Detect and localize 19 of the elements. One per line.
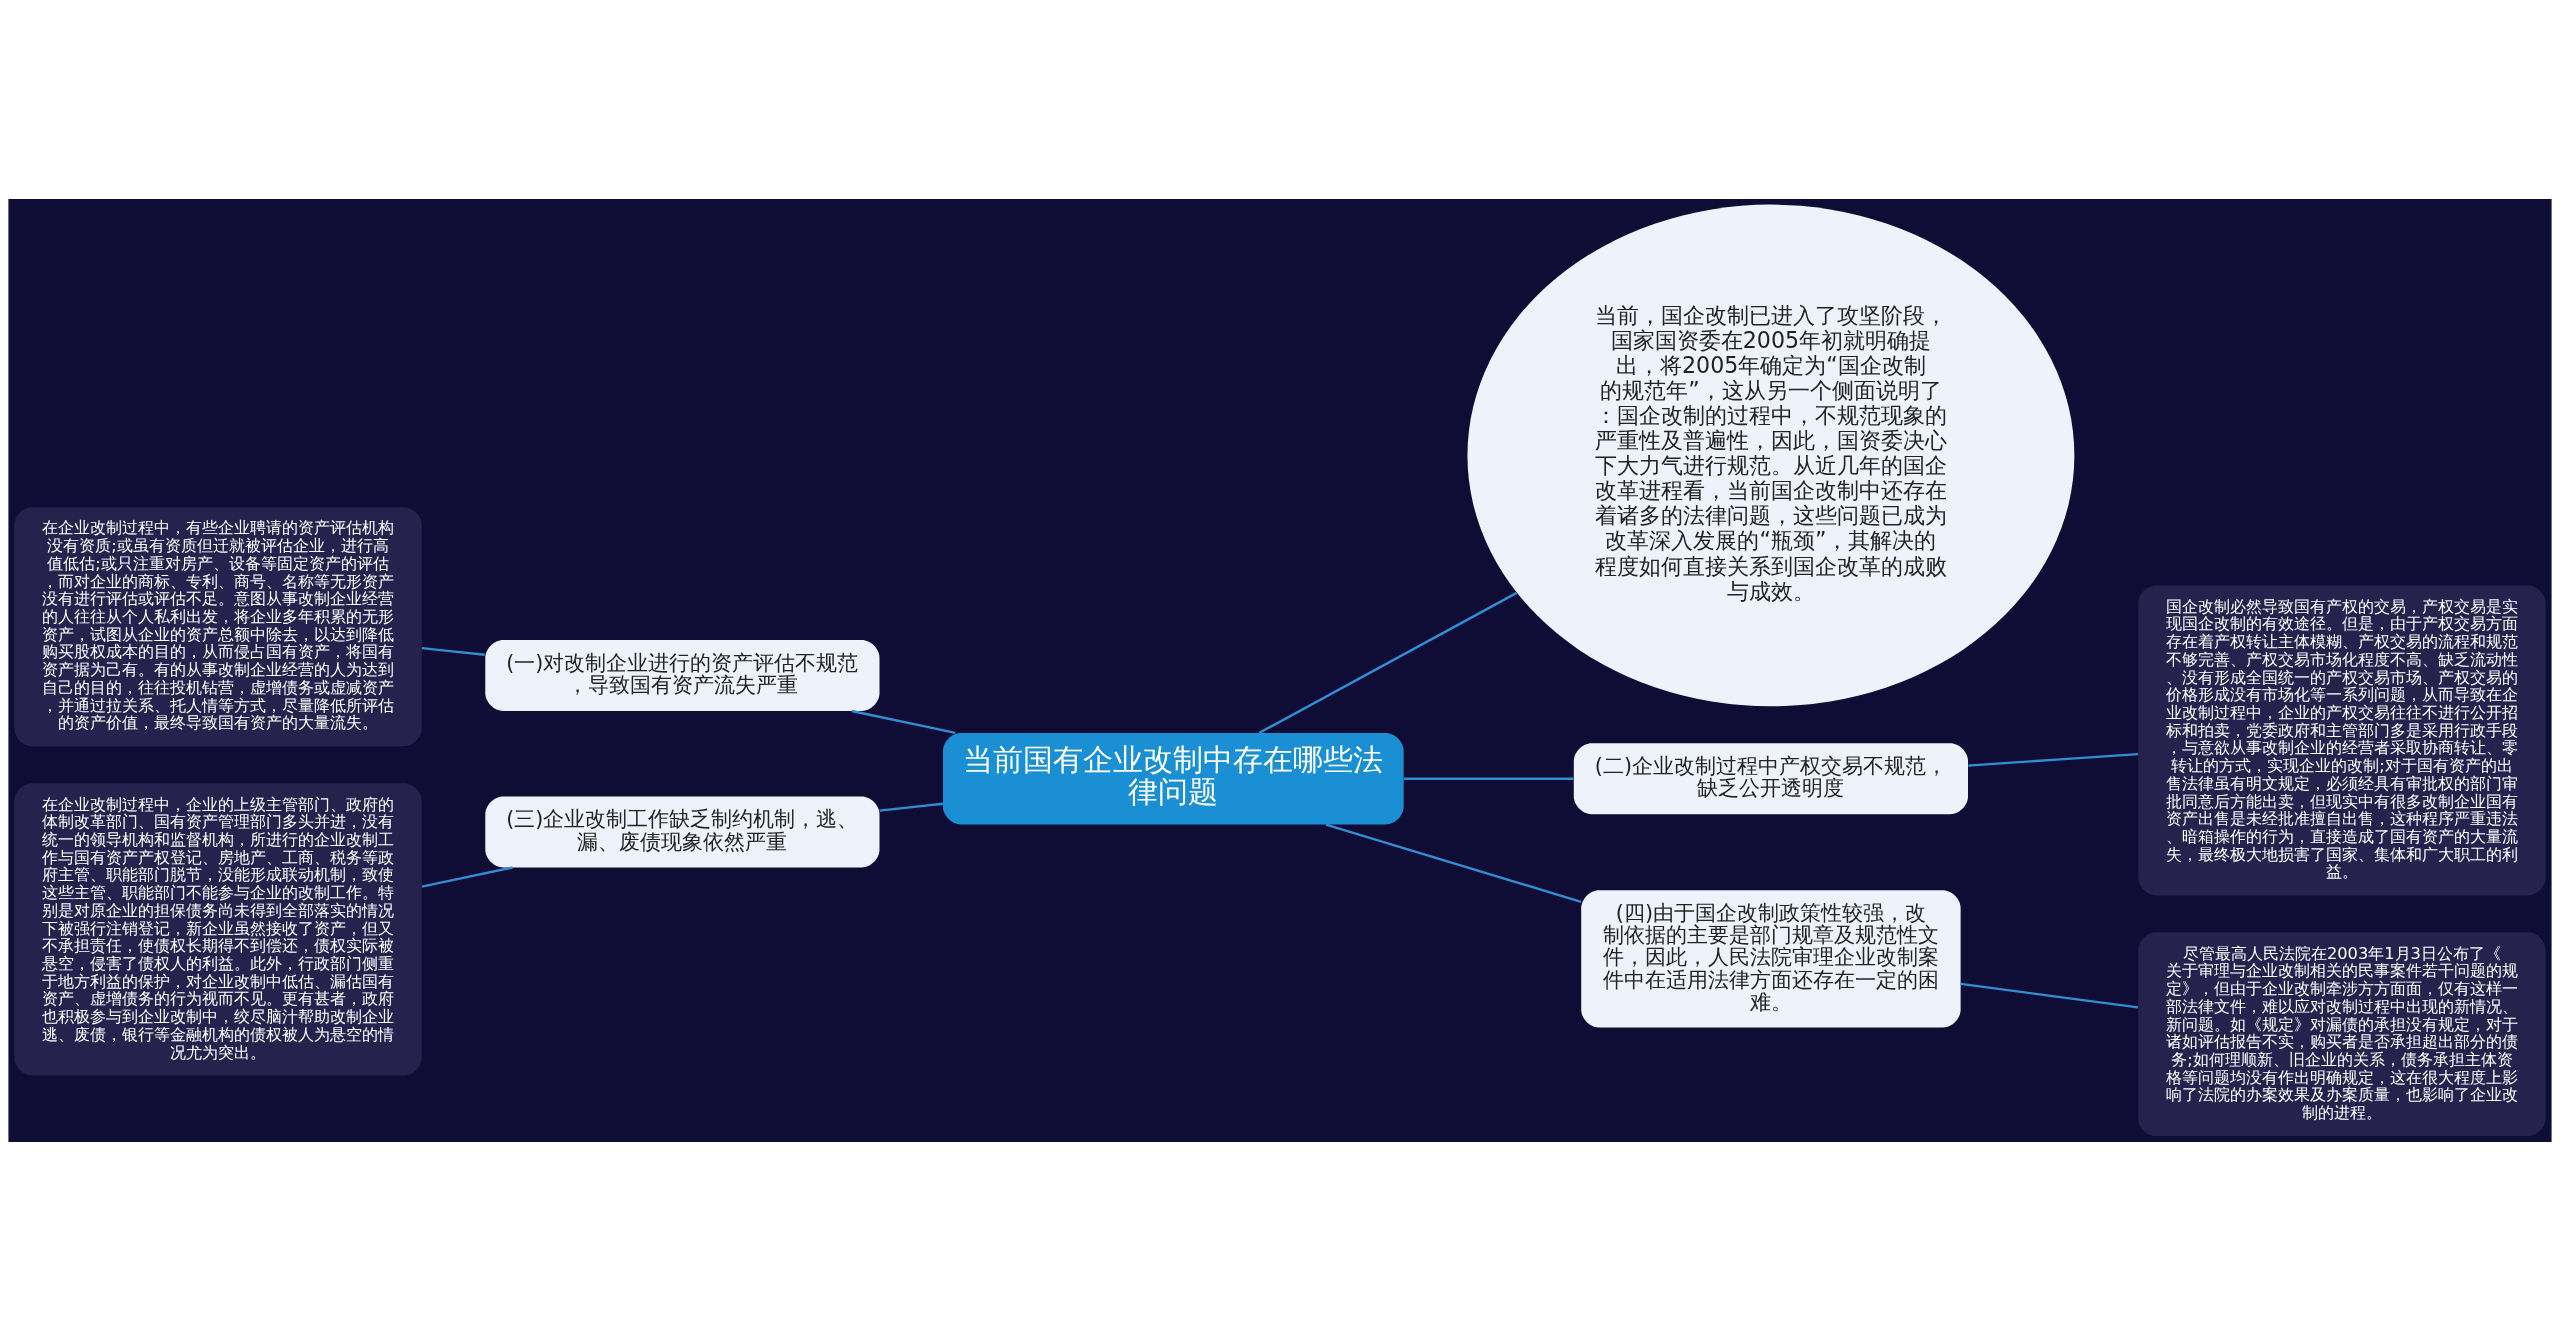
connector xyxy=(1960,982,2139,1009)
connector xyxy=(879,802,943,812)
node-box: 在企业改制过程中，有些企业聘请的资产评估机构没有资质;或虽有资质但迁就被评估企业，进行高值低估;或只注重对房产、设备等固定资产的评估，而对企业的商标、专利、商号、名称等无形资产没有进行评估或评估不足。意图从事改制企业经营的人往往从个人私利出发，将企业多年积累的无形资产，试图从企业的资产总额中除去，以达到降低购买股权成本的目的，从而侵占国有资产，将国有资产据为己有。有的从事改制企业经营的人为达到自己的目的，往往投机钻营，虚增债务或虚减资产，并通过拉关系、托人情等方式，尽量降低所评估的资产价值，最终导致国有资产的大量流失。 xyxy=(14,507,422,747)
connector xyxy=(1258,591,1518,734)
connector xyxy=(851,709,956,735)
node-box: (一)对改制企业进行的资产评估不规范，导致国有资产流失严重 xyxy=(485,640,880,711)
node-box: 当前国有企业改制中存在哪些法律问题 xyxy=(943,733,1404,825)
node-box: (四)由于国企改制政策性较强，改制依据的主要是部门规章及规范性文件，因此，人民法院审理企业改制案件中在适用法律方面还存在一定的困难。 xyxy=(1581,890,1961,1028)
connector xyxy=(1325,823,1582,903)
node-box: 在企业改制过程中，企业的上级主管部门、政府的体制改革部门、国有资产管理部门多头并进，没有统一的领导机构和监督机构，所进行的企业改制工作与国有资产产权登记、房地产、工商、税务等政府主管、职能部门脱节，没能形成联动机制，致使这些主管、职能部门不能参与企业的改制工作。特别是对原企业的担保债务尚未得到全部落实的情况下被强行注销登记，新企业虽然接收了资产，但又不承担责任，使债权长期得不到偿还，债权实际被悬空，侵害了债权人的利益。此外，行政部门侧重于地方利益的保护，对企业改制中低估、漏估国有资产、虚增债务的行为视而不见。更有甚者，政府也积极参与到企业改制中，绞尽脑汁帮助改制企业逃、废债，银行等金融机构的债权被人为悬空的情况尤为突出。 xyxy=(14,783,422,1076)
connector xyxy=(421,866,513,888)
node-box: (二)企业改制过程中产权交易不规范，缺乏公开透明度 xyxy=(1573,743,1968,815)
node-ellipse: 当前，国企改制已进入了攻坚阶段，国家国资委在2005年初就明确提出，将2005年确定为“国企改制的规范年”，这从另一个侧面说明了：国企改制的过程中，不规范现象的严重性及普遍性，因此，国资委决心下大力气进行规范。从近几年的国企改革进程看，当前国企改制中还存在着诸多的法律问题，这些问题已成为改革深入发展的“瓶颈”，其解决的程度如何直接关系到国企改革的成败与成效。 xyxy=(1467,204,2075,707)
node-box: 尽管最高人民法院在2003年1月3日公布了《关于审理与企业改制相关的民事案件若干问题的规定》，但由于企业改制牵涉方方面面，仅有这样一部法律文件，难以应对改制过程中出现的新情况、新问题。如《规定》对漏债的承担没有规定，对于诸如评估报告不实，购买者是否承担超出部分的债务;如何理顺新、旧企业的关系，债务承担主体资格等问题均没有作出明确规定，这在很大程度上影响了法院的办案效果及办案质量，也影响了企业改制的进程。 xyxy=(2138,932,2546,1137)
connector xyxy=(421,646,485,656)
connector xyxy=(1968,752,2139,767)
connector xyxy=(1403,777,1574,780)
node-box: 国企改制必然导致国有产权的交易，产权交易是实现国企改制的有效途径。但是，由于产权交易方面存在着产权转让主体模糊、产权交易的流程和规范不够完善、产权交易市场化程度不高、缺乏流动性、没有形成全国统一的产权交易市场、产权交易的价格形成没有市场化等一系列问题，从而导致在企业改制过程中，企业的产权交易往往不进行公开招标和拍卖，党委政府和主管部门多是采用行政手段，与意欲从事改制企业的经营者采取协商转让、零转让的方式，实现企业的改制;对于国有资产的出售法律虽有明文规定，必须经具有审批权的部门审批同意后方能出卖，但现实中有很多改制企业国有资产出售是未经批准擅自出售，这种程序严重违法、暗箱操作的行为，直接造成了国有资产的大量流失，最终极大地损害了国家、集体和广大职工的利益。 xyxy=(2138,585,2546,896)
node-box: (三)企业改制工作缺乏制约机制，逃、漏、废债现象依然严重 xyxy=(485,796,880,868)
